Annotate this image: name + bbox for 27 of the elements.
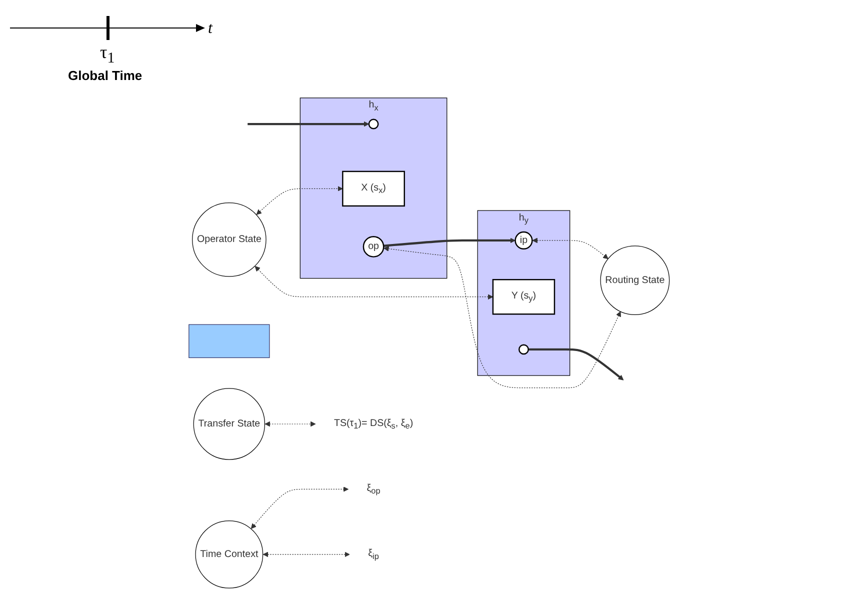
node-circle: Routing State xyxy=(600,245,670,315)
arrow xyxy=(264,420,316,426)
node-box: X (s$_{x}$) xyxy=(342,170,405,206)
node-text: ξ$_{op}$ xyxy=(366,482,380,495)
node-circle: Time Context xyxy=(195,520,264,588)
arrow xyxy=(254,266,494,300)
arrow xyxy=(532,237,608,259)
arrow xyxy=(262,551,350,557)
node-circle: Operator State xyxy=(192,202,266,276)
node-box: Y (s$_{y}$) xyxy=(492,278,555,314)
axis-title: Global Time xyxy=(68,68,142,83)
arrow xyxy=(383,237,516,246)
axis-label: t xyxy=(208,20,212,38)
node-text: ξ$_{ip}$ xyxy=(368,548,379,560)
node-bar xyxy=(188,324,270,358)
node-circle: ip xyxy=(514,230,533,250)
arrow xyxy=(256,186,343,214)
tick-label: τ$_{1}$ xyxy=(100,42,115,68)
node-circle xyxy=(368,118,379,129)
arrow xyxy=(250,486,348,528)
arrow xyxy=(528,348,624,380)
node-circle: op xyxy=(362,236,384,257)
arrow xyxy=(248,120,370,126)
node-text: TS(τ$_{1}$)= DS(ξ$_{s}$, ξ$_{e}$) xyxy=(334,417,413,430)
node-circle xyxy=(518,344,529,354)
node-circle: Transfer State xyxy=(193,388,265,460)
arrow xyxy=(383,246,621,388)
